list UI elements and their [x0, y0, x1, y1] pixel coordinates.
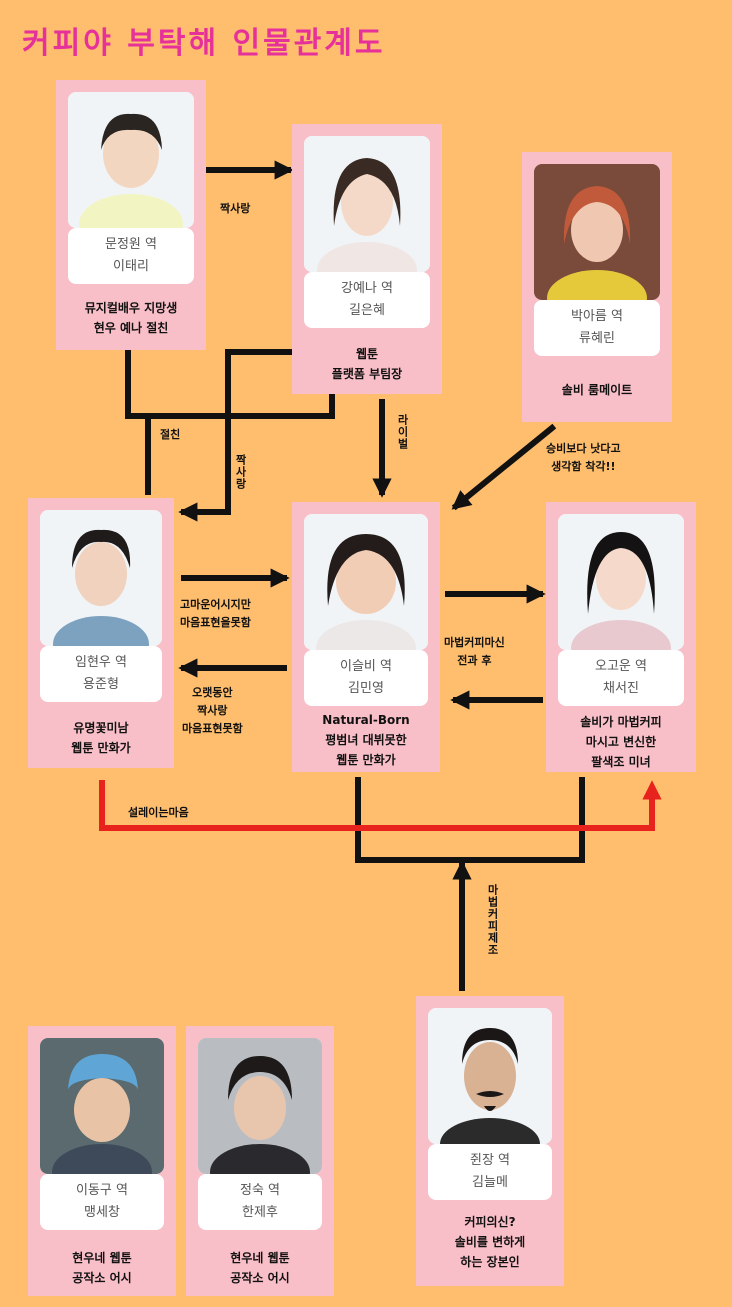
person-icon: [304, 514, 428, 650]
actor-lee: 김민영: [348, 681, 384, 696]
role-boss: 쥔장 역: [469, 1153, 510, 1168]
card-kang: 강예나 역 길은혜 웹툰 플랫폼 부팀장: [292, 124, 442, 394]
line-kang-cross: [125, 393, 335, 419]
person-icon: [40, 1038, 164, 1174]
desc-moon: 뮤지컬배우 지망생 현우 예나 절친: [84, 301, 178, 335]
label-lee-lim: 오랫동안 짝사랑 마음표현못함: [182, 686, 243, 735]
desc-lim: 유명꽃미남 웹툰 만화가: [71, 721, 131, 755]
namebox-park: 박아름 역 류혜린: [534, 300, 660, 356]
person-icon: [68, 92, 194, 228]
desc-lee: Natural-Born 평범녀 대뷔못한 웹툰 만화가: [322, 713, 410, 767]
page-title: 커피야 부탁해 인물관계도: [22, 26, 386, 61]
label-kang-lee: 라이벌: [396, 414, 409, 450]
namebox-dong: 이동구 역 맹세창: [40, 1174, 164, 1230]
person-icon: [40, 510, 162, 646]
desc-jung: 현우네 웹툰 공작소 어시: [230, 1251, 290, 1285]
arrow-kang-lim: [178, 349, 293, 522]
card-lim: 임현우 역 용준형 유명꽃미남 웹툰 만화가: [28, 498, 174, 768]
namebox-jung: 정숙 역 한제후: [198, 1174, 322, 1230]
person-icon: [534, 164, 660, 300]
actor-moon: 이태리: [113, 259, 149, 274]
actor-oh: 채서진: [603, 681, 639, 696]
card-dong: 이동구 역 맹세창 현우네 웹툰 공작소 어시: [28, 1026, 176, 1296]
photo-jung: [198, 1038, 322, 1174]
photo-dong: [40, 1038, 164, 1174]
desc-oh: 솔비가 마법커피 마시고 변신한 팔색조 미녀: [580, 715, 662, 769]
role-oh: 오고운 역: [595, 659, 647, 674]
role-park: 박아름 역: [571, 309, 623, 324]
role-jung: 정숙 역: [239, 1183, 280, 1198]
card-moon: 문정원 역 이태리 뮤지컬배우 지망생 현우 예나 절친: [56, 80, 206, 350]
actor-dong: 맹세창: [84, 1205, 120, 1220]
role-dong: 이동구 역: [76, 1183, 128, 1198]
label-park-lee: 승비보다 낫다고 생각함 착각!!: [546, 442, 621, 473]
card-lee: 이슬비 역 김민영 Natural-Born 평범녀 대뷔못한 웹툰 만화가: [292, 502, 440, 772]
line-moon-lim: [125, 349, 151, 495]
role-lim: 임현우 역: [75, 655, 127, 670]
person-icon: [428, 1008, 552, 1144]
card-boss: 쥔장 역 김늘메 커피의신? 솔비를 변하게 하는 장본인: [416, 996, 564, 1286]
photo-moon: [68, 92, 194, 228]
label-moon-kang: 짝사랑: [220, 202, 251, 215]
label-kang-lim: 짝사랑: [234, 454, 247, 490]
label-lim-oh: 설레이는마음: [128, 806, 189, 819]
namebox-kang: 강예나 역 길은혜: [304, 272, 430, 328]
label-lee-oh: 마법커피마신 전과 후: [444, 636, 505, 667]
desc-boss: 커피의신? 솔비를 변하게 하는 장본인: [454, 1215, 526, 1269]
label-moon-lim: 절친: [160, 428, 181, 441]
role-lee: 이슬비 역: [340, 659, 392, 674]
photo-boss: [428, 1008, 552, 1144]
namebox-lim: 임현우 역 용준형: [40, 646, 162, 702]
actor-kang: 길은혜: [349, 303, 385, 318]
photo-oh: [558, 514, 684, 650]
role-kang: 강예나 역: [341, 281, 393, 296]
photo-lim: [40, 510, 162, 646]
actor-boss: 김늘메: [472, 1175, 508, 1190]
label-boss-lee: 마법커피제조: [486, 884, 499, 956]
card-jung: 정숙 역 한제후 현우네 웹툰 공작소 어시: [186, 1026, 334, 1296]
arrow-park-lee: [451, 423, 557, 511]
actor-lim: 용준형: [83, 677, 119, 692]
desc-kang: 웹툰 플랫폼 부팀장: [331, 347, 403, 381]
actor-jung: 한제후: [242, 1205, 278, 1220]
person-icon: [558, 514, 684, 650]
actor-park: 류혜린: [579, 331, 615, 346]
desc-dong: 현우네 웹툰 공작소 어시: [72, 1251, 132, 1285]
photo-kang: [304, 136, 430, 272]
desc-park: 솔비 룸메이트: [561, 383, 633, 397]
arrow-lim-oh-red: [99, 780, 662, 831]
card-oh: 오고운 역 채서진 솔비가 마법커피 마시고 변신한 팔색조 미녀: [546, 502, 696, 772]
person-icon: [198, 1038, 322, 1174]
photo-lee: [304, 514, 428, 650]
card-park: 박아름 역 류혜린 솔비 룸메이트: [522, 152, 672, 422]
namebox-moon: 문정원 역 이태리: [68, 228, 194, 284]
photo-park: [534, 164, 660, 300]
namebox-oh: 오고운 역 채서진: [558, 650, 684, 706]
label-lim-lee: 고마운어시지만 마음표현을못함: [180, 598, 251, 629]
namebox-boss: 쥔장 역 김늘메: [428, 1144, 552, 1200]
role-moon: 문정원 역: [105, 237, 157, 252]
bracket-lee-oh: [355, 777, 585, 863]
person-icon: [304, 136, 430, 272]
namebox-lee: 이슬비 역 김민영: [304, 650, 428, 706]
